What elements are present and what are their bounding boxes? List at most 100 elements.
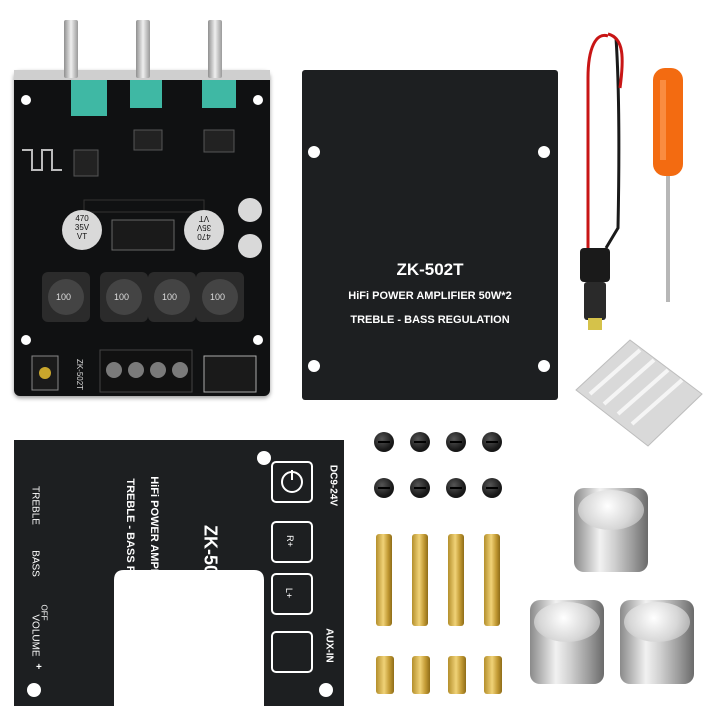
pot-base-treble	[71, 80, 107, 116]
terminal-screw	[106, 362, 122, 378]
capacitor-voltage: 35V	[196, 223, 212, 232]
capacitor-series: VT	[198, 214, 210, 223]
capacitor-small	[238, 234, 262, 258]
volume-plus-label: +	[36, 662, 42, 673]
panel-subtitle-2: TREBLE - BASS REGULATION	[350, 314, 510, 326]
brass-standoff-short	[448, 656, 466, 694]
aux-icon-box	[271, 631, 313, 673]
power-label: DC9-24V	[327, 464, 339, 507]
bass-label: BASS	[29, 550, 41, 577]
heatsink-fin	[616, 368, 670, 416]
aux-jack-contact	[39, 367, 51, 379]
brass-standoff	[376, 534, 392, 626]
inductor-label: 100	[210, 292, 226, 302]
capacitor-left-label: 470 35V VT	[66, 214, 98, 241]
capacitor-right-label: 470 35V VT	[188, 214, 220, 241]
inductor-core	[154, 279, 190, 315]
terminal-screw	[128, 362, 144, 378]
capacitor-value: 470	[75, 214, 89, 223]
screwdriver-shaft	[666, 176, 670, 302]
knob-top	[578, 490, 644, 530]
brass-standoff-short	[376, 656, 394, 694]
screw	[410, 432, 430, 452]
brass-standoff	[448, 534, 464, 626]
potentiometer-shaft	[208, 20, 222, 78]
cover-panel-bottom-shape	[14, 440, 344, 706]
panel-subtitle-2: TREBLE - BASS REGULATION	[124, 478, 136, 638]
brass-standoff	[484, 534, 500, 626]
chip	[133, 129, 163, 151]
capacitor-left	[62, 210, 102, 250]
brass-standoff-short	[412, 656, 430, 694]
capacitor-voltage: 35V	[74, 223, 90, 232]
mounting-hole	[253, 335, 263, 345]
heatsink-fin	[602, 358, 656, 406]
inductor-core	[48, 279, 84, 315]
panel-hole	[319, 683, 333, 697]
capacitor-series: VT	[76, 232, 88, 241]
mounting-hole	[21, 335, 31, 345]
panel-subtitle-1: HiFi POWER AMPLIFIER 50W*2	[348, 290, 512, 302]
volume-off-label: OFF	[39, 604, 49, 621]
heatsink-fin	[630, 378, 684, 426]
aux-label: AUX-IN	[323, 628, 335, 663]
panel-hole	[308, 146, 320, 158]
panel-model: ZK-502T	[396, 260, 464, 279]
speaker-right-icon-box	[271, 521, 313, 563]
screw	[446, 432, 466, 452]
inductor-core	[202, 279, 238, 315]
dc-power-jack	[203, 355, 257, 393]
chip	[73, 149, 99, 177]
potentiometer-shaft	[64, 20, 78, 78]
capacitor-right	[184, 210, 224, 250]
knob	[530, 600, 604, 684]
amplifier-chip	[111, 219, 175, 251]
screw	[482, 432, 502, 452]
brass-standoff	[412, 534, 428, 626]
terminal-screw	[150, 362, 166, 378]
wire-red	[607, 32, 624, 89]
wire-black	[604, 37, 621, 249]
inductor-core	[106, 279, 142, 315]
pot-base-volume	[202, 80, 236, 108]
inductor-label: 100	[56, 292, 72, 302]
screwdriver-handle	[653, 68, 683, 176]
pot-base-bass	[130, 80, 162, 108]
cover-panel-bottom: ZK-502T HiFi POWER AMPLIFIER 50W*2 TREBL…	[14, 440, 344, 706]
potentiometer-shaft	[136, 20, 150, 78]
screwdriver	[653, 68, 683, 302]
dc-power-cable	[580, 32, 624, 330]
screw	[410, 478, 430, 498]
panel-hole	[538, 146, 550, 158]
capacitor-value: 470	[197, 232, 211, 241]
dc-plug-body	[584, 282, 606, 320]
heatsink-fin	[588, 348, 642, 396]
board-label: ZK-502T	[75, 358, 85, 391]
mounting-hole	[253, 95, 263, 105]
brass-standoff-short	[484, 656, 502, 694]
wire-red	[586, 33, 609, 248]
terminal-screw	[172, 362, 188, 378]
inductor-label: 100	[114, 292, 130, 302]
screw	[482, 478, 502, 498]
heatsink	[575, 339, 703, 447]
knob-top	[624, 602, 690, 642]
screw	[446, 478, 466, 498]
panel-hole	[257, 451, 271, 465]
panel-hole	[27, 683, 41, 697]
amplifier-board-graphic	[14, 70, 270, 393]
cable-strain-relief	[580, 248, 610, 282]
speaker-left-icon-box	[271, 573, 313, 615]
trace-block	[83, 199, 205, 213]
knob-top	[534, 602, 600, 642]
capacitor-small	[238, 198, 262, 222]
cover-panel-top: ZK-502T HiFi POWER AMPLIFIER 50W*2 TREBL…	[302, 70, 558, 400]
knob	[620, 600, 694, 684]
screw	[374, 432, 394, 452]
left-channel-label: L+	[284, 587, 295, 599]
mounting-hole	[21, 95, 31, 105]
amplifier-board: 470 35V VT 470 35V VT 100 100 100 100 ZK…	[14, 70, 270, 396]
panel-model: ZK-502T	[200, 524, 221, 596]
screwdriver-highlight	[660, 80, 666, 160]
screw	[374, 478, 394, 498]
